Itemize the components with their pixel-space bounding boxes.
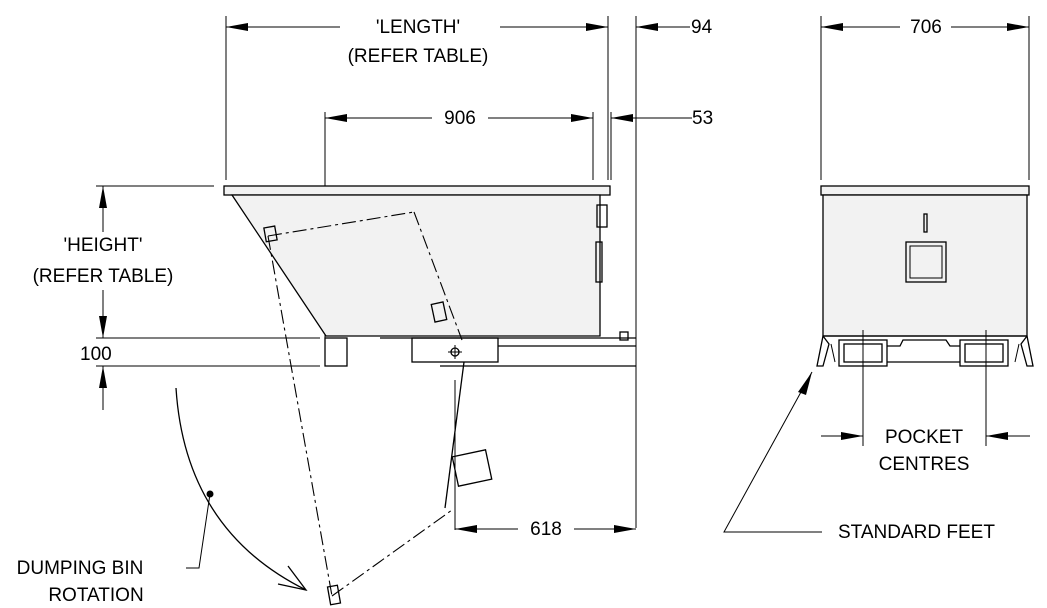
pivot-bracket bbox=[411, 337, 499, 363]
end-base bbox=[816, 334, 1034, 367]
height-arrow-bottom-icon bbox=[99, 316, 107, 338]
tipped-lip bbox=[263, 225, 278, 243]
pocket-right bbox=[959, 339, 1009, 367]
dim-100-label: 100 bbox=[80, 344, 112, 365]
height-label: 'HEIGHT' bbox=[63, 235, 142, 256]
rear-stop bbox=[619, 331, 629, 341]
foot-right-inner bbox=[1014, 343, 1020, 363]
tipped-floor-line bbox=[444, 361, 465, 509]
bin-latch bbox=[596, 204, 608, 228]
dim-618-label: 618 bbox=[530, 519, 562, 540]
rotation-leader bbox=[186, 493, 211, 569]
bin-tipped-phantom bbox=[263, 211, 493, 606]
tipped-foot bbox=[451, 449, 493, 487]
dim-53-label: 53 bbox=[692, 108, 713, 129]
dim-706-arrow-right-icon bbox=[1007, 23, 1029, 31]
dim-94-arrow-icon bbox=[636, 23, 658, 31]
dim-906-label: 906 bbox=[444, 108, 476, 129]
bin-rear-plate bbox=[595, 241, 603, 283]
front-foot bbox=[324, 337, 348, 367]
dim-618-arrow-left-icon bbox=[455, 525, 477, 533]
rotation-label-line2: ROTATION bbox=[48, 585, 143, 606]
foot-left bbox=[816, 334, 830, 367]
bin-base-frame bbox=[324, 331, 636, 367]
dim-618-arrow-right-icon bbox=[614, 525, 636, 533]
height-arrow-top-icon bbox=[99, 186, 107, 208]
height-refer-table: (REFER TABLE) bbox=[33, 266, 174, 287]
end-top-lip bbox=[820, 185, 1030, 196]
pocket-right-inner bbox=[964, 343, 1004, 363]
feet-leader bbox=[723, 371, 822, 533]
length-label: 'LENGTH' bbox=[376, 17, 460, 38]
end-latch-slot bbox=[923, 213, 928, 233]
rotation-arrowhead-icon bbox=[277, 565, 308, 591]
end-window-inner bbox=[909, 245, 943, 279]
bin-top-lip bbox=[223, 185, 611, 196]
tipped-front-edge bbox=[267, 235, 333, 597]
dim-906-arrow-right-icon bbox=[571, 114, 593, 122]
feet-leader-arrow-icon bbox=[798, 372, 812, 395]
tipped-upper-side bbox=[413, 211, 463, 341]
foot-right bbox=[1020, 334, 1034, 367]
length-arrow-right-icon bbox=[586, 23, 608, 31]
feet-label: STANDARD FEET bbox=[838, 522, 995, 543]
dim-906-arrow-left-icon bbox=[325, 114, 347, 122]
dim-94-label: 94 bbox=[691, 17, 713, 38]
rotation-label-line1: DUMPING BIN bbox=[17, 558, 144, 579]
end-base-center bbox=[887, 339, 960, 347]
dim-100-arrow-icon bbox=[99, 366, 107, 388]
dim-706-label: 706 bbox=[910, 17, 942, 38]
end-panel bbox=[822, 194, 1028, 337]
pocket-arrow-left-icon bbox=[841, 432, 863, 440]
end-view: 706 POCKET CENTRES bbox=[723, 16, 1034, 543]
foot-left-inner bbox=[830, 343, 836, 363]
length-refer-table: (REFER TABLE) bbox=[348, 46, 489, 67]
bin-side-body bbox=[223, 185, 611, 337]
pocket-label-line2: CENTRES bbox=[879, 454, 970, 475]
pocket-label-line1: POCKET bbox=[885, 427, 964, 448]
tipped-bottom-tab bbox=[326, 584, 342, 606]
length-arrow-left-icon bbox=[226, 23, 248, 31]
end-window-outer bbox=[905, 241, 947, 283]
bin-side-panel bbox=[230, 194, 601, 337]
pocket-arrow-right-icon bbox=[986, 432, 1008, 440]
side-view: 'LENGTH' (REFER TABLE) 94 906 53 'HEIGHT… bbox=[17, 16, 713, 606]
dim-53-arrow-icon bbox=[611, 114, 633, 122]
tipped-latch bbox=[430, 301, 448, 323]
rotation-arc bbox=[175, 387, 307, 591]
dim-706-arrow-left-icon bbox=[821, 23, 843, 31]
tipped-bottom-edge bbox=[331, 509, 453, 597]
